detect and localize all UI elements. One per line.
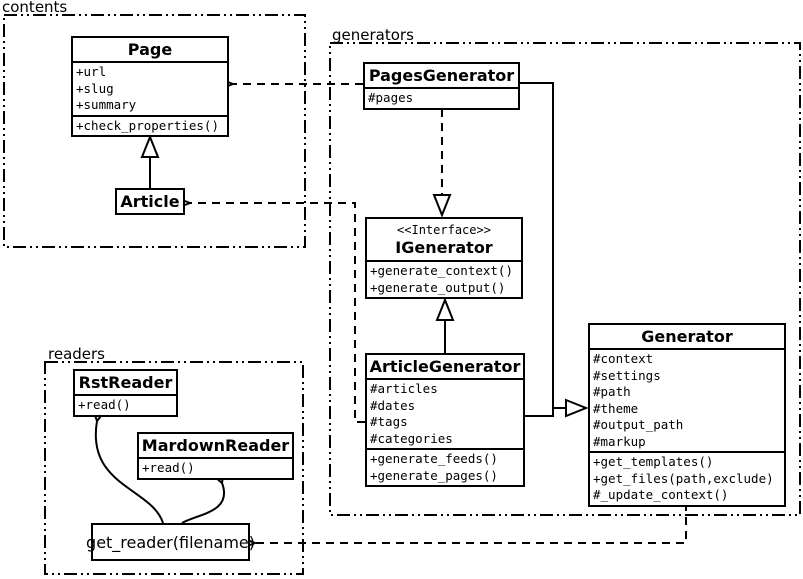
attribute: #categories <box>370 430 453 446</box>
class-igenerator-name: IGenerator <box>395 238 493 257</box>
function-box-get-reader: get_reader(filename) <box>86 523 255 561</box>
class-markdownreader-methods: +read() <box>139 457 292 478</box>
inheritance-articlegenerator-generator <box>525 408 554 417</box>
class-markdownreader-name: MardownReader <box>141 436 290 455</box>
class-article: Article <box>115 188 185 215</box>
class-page-methods: +check_properties() <box>73 114 227 136</box>
attribute: #path <box>593 384 631 399</box>
class-page: Page +url +slug +summary +check_properti… <box>71 36 229 137</box>
arrow-getreader-markdownreader <box>181 483 225 524</box>
attribute: #markup <box>593 433 646 449</box>
class-articlegenerator: ArticleGenerator #articles #dates #tags … <box>365 353 525 487</box>
attribute: +slug <box>76 80 114 96</box>
attribute: #settings <box>593 367 661 383</box>
attribute: +summary <box>76 97 137 112</box>
attribute: #pages <box>368 90 414 105</box>
class-rstreader-methods: +read() <box>75 394 176 415</box>
method: +get_templates() <box>593 454 714 469</box>
class-article-name: Article <box>120 192 180 211</box>
class-articlegenerator-name: ArticleGenerator <box>369 357 521 376</box>
attribute: #theme <box>593 400 639 416</box>
class-pagesgenerator-name: PagesGenerator <box>368 66 515 85</box>
method: +generate_feeds() <box>370 451 498 466</box>
class-generator-methods: +get_templates() +get_files(path,exclude… <box>590 451 784 505</box>
class-rstreader: RstReader +read() <box>73 369 178 417</box>
class-generator: Generator #context #settings #path #them… <box>588 323 786 507</box>
class-pagesgenerator-attributes: #pages <box>365 87 518 108</box>
class-rstreader-name: RstReader <box>78 373 173 392</box>
package-label-contents: contents <box>2 0 68 16</box>
class-page-attributes: +url +slug +summary <box>73 61 227 115</box>
class-pagesgenerator: PagesGenerator #pages <box>363 62 520 110</box>
package-readers-border <box>44 361 304 575</box>
dependency-generator-getreader <box>255 503 687 543</box>
method: +check_properties() <box>76 117 219 133</box>
attribute: #output_path <box>593 417 684 432</box>
class-igenerator-header: <<Interface>> IGenerator <box>367 219 521 260</box>
attribute: #context <box>593 351 654 366</box>
class-igenerator: <<Interface>> IGenerator +generate_conte… <box>365 217 523 299</box>
class-articlegenerator-attributes: #articles #dates #tags #categories <box>367 378 523 448</box>
package-label-generators: generators <box>332 26 414 44</box>
package-generators-border <box>329 42 801 516</box>
class-igenerator-methods: +generate_context() +generate_output() <box>367 260 521 297</box>
method: +read() <box>142 460 195 475</box>
inheritance-pagesgenerator-generator <box>520 82 589 418</box>
method: #_update_context() <box>593 487 729 502</box>
class-generator-name: Generator <box>641 327 733 346</box>
method: +generate_output() <box>370 279 506 295</box>
function-box-get-reader-label: get_reader(filename) <box>86 532 255 552</box>
class-articlegenerator-methods: +generate_feeds() +generate_pages() <box>367 448 523 485</box>
class-markdownreader: MardownReader +read() <box>137 432 294 480</box>
method: +generate_pages() <box>370 467 498 483</box>
attribute: +url <box>76 64 107 79</box>
dependency-articlegenerator-article <box>190 203 365 423</box>
class-igenerator-stereotype: <<Interface>> <box>397 223 491 237</box>
class-page-name: Page <box>127 40 173 59</box>
package-contents-border <box>3 14 306 248</box>
attribute: #tags <box>370 414 408 429</box>
attribute: #dates <box>370 397 416 413</box>
attribute: #articles <box>370 381 438 396</box>
class-generator-attributes: #context #settings #path #theme #output_… <box>590 348 784 451</box>
method: +generate_context() <box>370 263 513 278</box>
arrow-getreader-rstreader <box>96 421 164 524</box>
method: +read() <box>78 397 131 412</box>
method: +get_files(path,exclude) <box>593 470 774 486</box>
package-label-readers: readers <box>48 345 105 363</box>
